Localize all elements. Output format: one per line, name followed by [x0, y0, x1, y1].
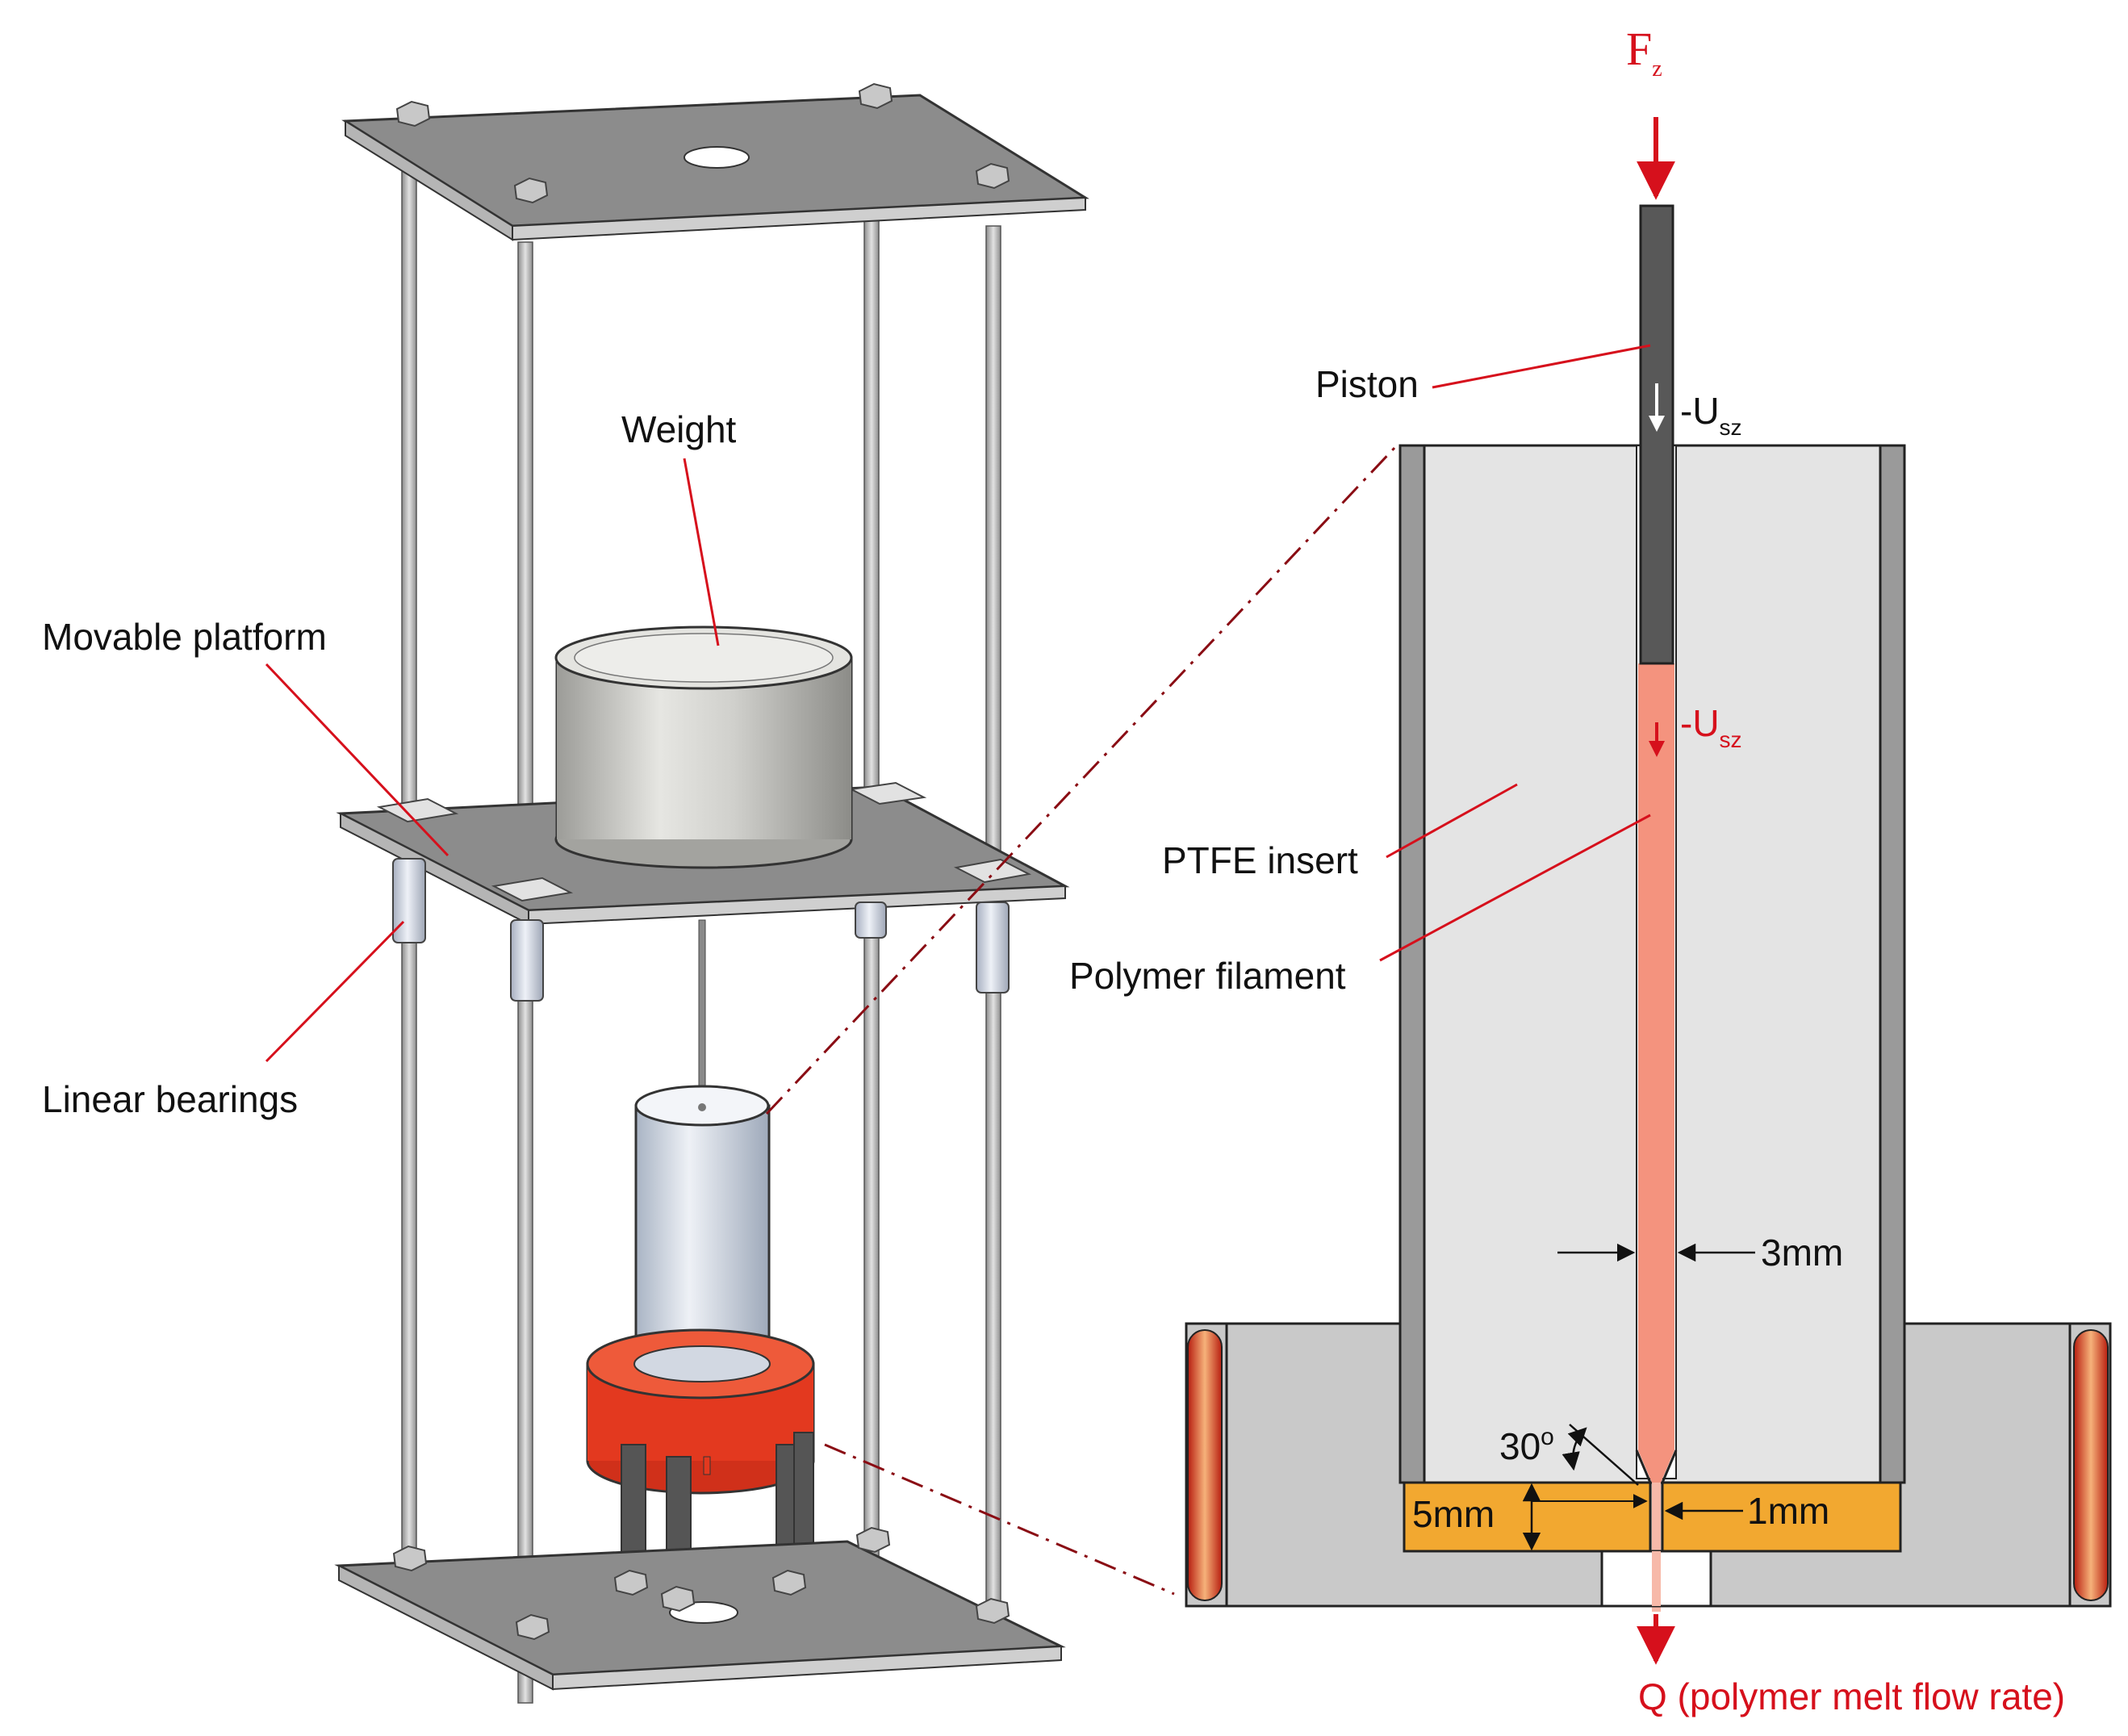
- label-movable-platform: Movable platform: [42, 616, 327, 658]
- heater-coil-left: [1187, 1329, 1223, 1601]
- cross-section: Fz -Usz -Usz 3mm 30o 5mm: [1069, 23, 2112, 1717]
- weight-cylinder: [554, 625, 853, 869]
- bottom-plate: [334, 1526, 1066, 1691]
- label-5mm: 5mm: [1412, 1493, 1495, 1535]
- rig-assembly: [334, 82, 1089, 1704]
- label-flow-rate: Q (polymer melt flow rate): [1638, 1675, 2065, 1717]
- left-labels: Weight Movable platform Linear bearings: [42, 408, 737, 1120]
- sleeve-wall-right: [1879, 444, 1906, 1484]
- bottom-nuts: [392, 1526, 1010, 1641]
- heater-coil-right: [2073, 1329, 2109, 1601]
- dim-nozzle-diameter: 1mm: [1664, 1490, 1829, 1532]
- dim-nozzle-length: 5mm: [1412, 1483, 1648, 1551]
- piston: [1639, 204, 1674, 665]
- barrel-cylinder: [634, 1085, 771, 1374]
- dim-bore-diameter: 3mm: [1557, 1232, 1843, 1274]
- linear-bearings: [392, 858, 1010, 1002]
- sleeve-wall-left: [1398, 444, 1426, 1484]
- top-nuts: [395, 82, 1010, 204]
- label-weight: Weight: [621, 408, 737, 450]
- zoom-projection-lines: [765, 446, 1396, 1596]
- label-filament-velocity: -Usz: [1680, 702, 1742, 752]
- label-ptfe-insert: PTFE insert: [1162, 839, 1358, 881]
- label-3mm: 3mm: [1761, 1232, 1843, 1274]
- label-polymer-filament: Polymer filament: [1069, 955, 1346, 997]
- label-1mm: 1mm: [1747, 1490, 1829, 1532]
- label-linear-bearings: Linear bearings: [42, 1078, 298, 1120]
- dim-cone-angle: 30o: [1499, 1424, 1639, 1486]
- polymer-filament: [1638, 663, 1674, 1612]
- label-piston: Piston: [1315, 363, 1419, 405]
- label-piston-velocity: -Usz: [1680, 390, 1742, 440]
- piston-rod: [698, 919, 706, 1111]
- label-30deg: 30o: [1499, 1424, 1554, 1467]
- label-force: Fz: [1626, 23, 1662, 82]
- top-plate: [341, 82, 1089, 241]
